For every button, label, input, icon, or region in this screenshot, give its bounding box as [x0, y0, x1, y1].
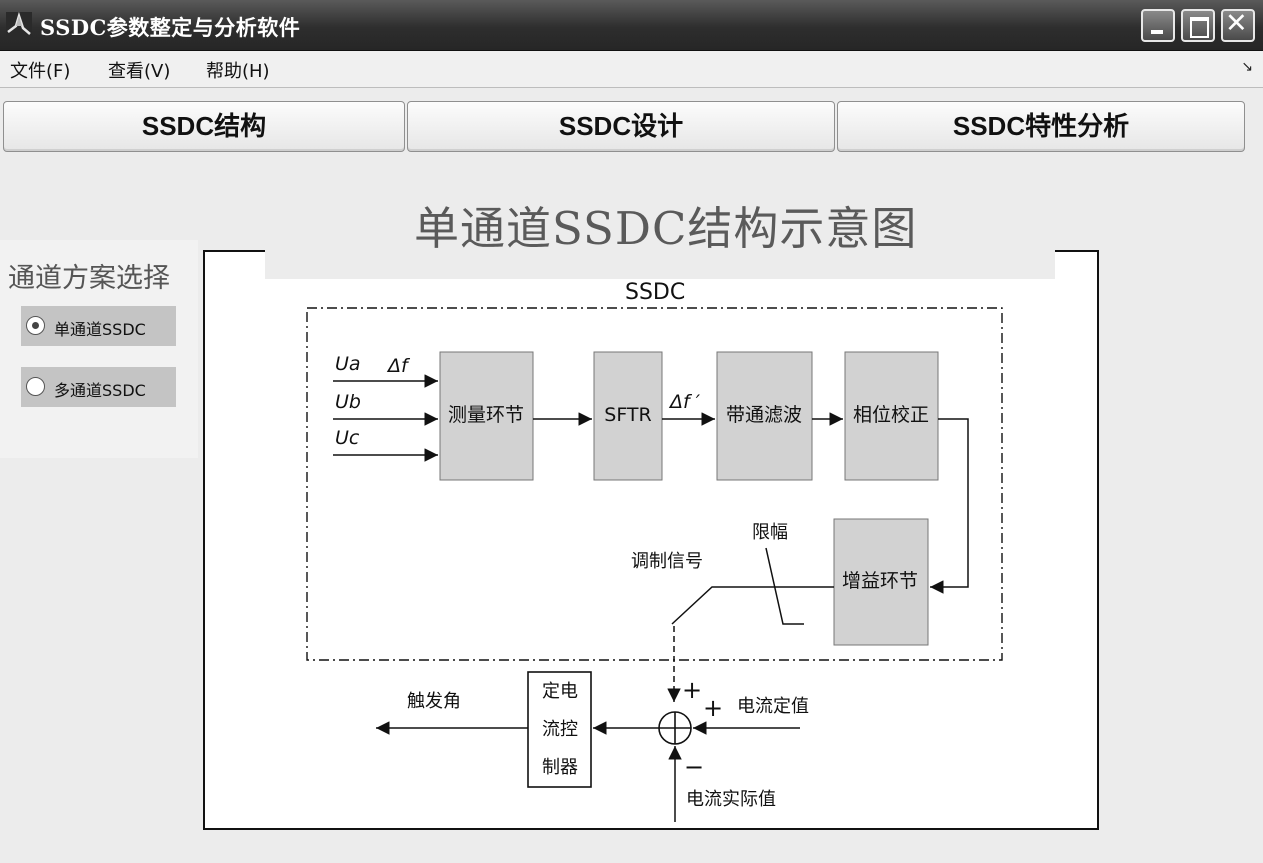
- radio-label: 单通道SSDC: [54, 320, 146, 339]
- phase-to-gain-arrow: [930, 418, 969, 594]
- ssdc-container-label: SSDC: [625, 280, 685, 305]
- phase-block-label: 相位校正: [853, 404, 929, 426]
- ssdc-container: [306, 307, 1003, 661]
- title-backdrop: [265, 240, 1055, 279]
- radio-multi-channel[interactable]: 多通道SSDC: [21, 367, 176, 407]
- maximize-button[interactable]: [1181, 9, 1215, 42]
- input-ua-label: Ua: [335, 353, 361, 375]
- current-setpoint-label: 电流定值: [737, 696, 809, 717]
- modulation-signal-line: [671, 586, 834, 625]
- limiter-symbol: [765, 547, 804, 625]
- diagram-title: 单通道SSDC结构示意图: [414, 202, 918, 255]
- delta-f-label: Δf: [386, 355, 411, 377]
- channel-panel: [0, 240, 198, 458]
- gain-block-label: 增益环节: [842, 570, 918, 592]
- controller-label-line1: 定电: [542, 681, 578, 702]
- close-button[interactable]: ✕: [1221, 9, 1255, 42]
- close-icon: ✕: [1225, 8, 1248, 39]
- channel-panel-title: 通道方案选择: [8, 263, 170, 294]
- controller-label-line2: 流控: [542, 719, 578, 740]
- tab-ssdc-analysis[interactable]: SSDC特性分析: [837, 101, 1245, 152]
- delta-f-prime-label: Δf ′: [668, 391, 701, 413]
- sum-plus-right: +: [703, 694, 723, 722]
- minimize-icon: [1151, 30, 1163, 34]
- sum-plus-top: +: [682, 676, 702, 704]
- current-actual-label: 电流实际值: [686, 789, 776, 810]
- tab-ssdc-design[interactable]: SSDC设计: [407, 101, 835, 152]
- tab-ssdc-structure[interactable]: SSDC结构: [3, 101, 405, 152]
- menu-help[interactable]: 帮助(H): [206, 61, 270, 82]
- minimize-button[interactable]: [1141, 9, 1175, 42]
- gain-block: [833, 518, 929, 646]
- title-bar: SSDC参数整定与分析软件 ✕: [0, 0, 1263, 51]
- firing-angle-label: 触发角: [407, 691, 461, 712]
- sftr-block-label: SFTR: [604, 404, 651, 426]
- maximize-icon: [1190, 17, 1209, 38]
- phase-block: [844, 351, 939, 481]
- radio-unselected-icon: [26, 377, 45, 396]
- input-uc-label: Uc: [335, 427, 360, 449]
- sftr-block: [593, 351, 663, 481]
- modulation-label: 调制信号: [631, 551, 703, 572]
- bandpass-block: [716, 351, 813, 481]
- menu-bar: 文件(F) 查看(V) 帮助(H) ↘: [0, 51, 1263, 88]
- bandpass-block-label: 带通滤波: [726, 404, 802, 426]
- controller-label-line3: 制器: [542, 757, 578, 778]
- radio-single-channel[interactable]: 单通道SSDC: [21, 306, 176, 346]
- input-ub-label: Ub: [335, 391, 361, 413]
- toolbar-toggle-icon[interactable]: ↘: [1241, 59, 1253, 75]
- diagram-frame: [203, 250, 1099, 830]
- limit-label: 限幅: [752, 522, 788, 543]
- measure-block: [439, 351, 534, 481]
- sum-minus-bottom: −: [684, 753, 704, 781]
- current-controller-block: [527, 671, 592, 788]
- radio-selected-icon: [26, 316, 45, 335]
- menu-file[interactable]: 文件(F): [10, 61, 71, 82]
- window-title: SSDC参数整定与分析软件: [40, 15, 301, 40]
- menu-view[interactable]: 查看(V): [108, 61, 171, 82]
- matlab-icon: [6, 12, 32, 38]
- measure-block-label: 测量环节: [448, 404, 524, 426]
- radio-label: 多通道SSDC: [54, 381, 146, 400]
